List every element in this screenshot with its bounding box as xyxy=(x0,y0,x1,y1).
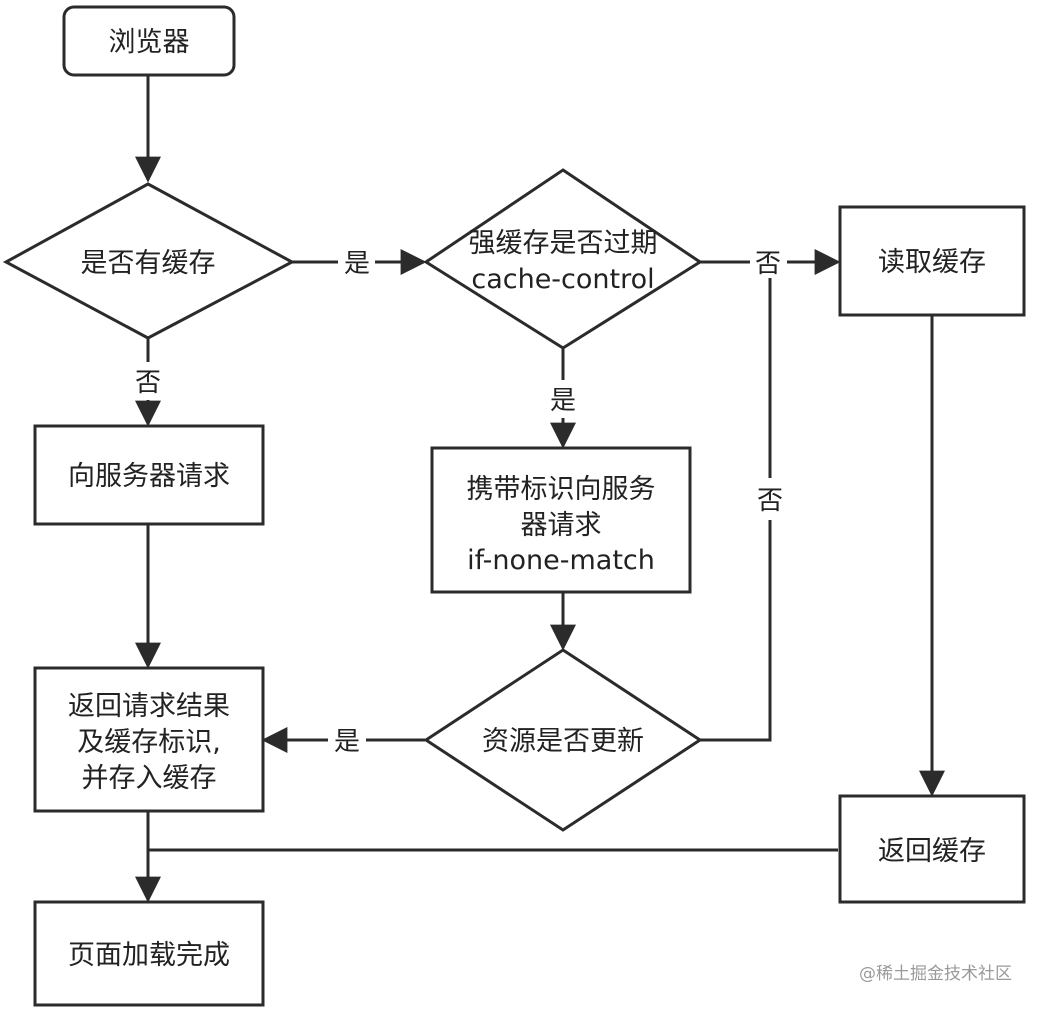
return-result-label-1: 返回请求结果 xyxy=(68,691,230,722)
edge-updated-no xyxy=(700,520,772,742)
strong-expired-label-1: 强缓存是否过期 xyxy=(469,228,658,259)
edge-label-updated-no: 否 xyxy=(757,486,783,516)
node-read-cache: 读取缓存 xyxy=(838,205,1026,317)
carry-flag-label-3: if-none-match xyxy=(467,545,655,576)
connectors xyxy=(135,76,945,903)
request-server-label: 向服务器请求 xyxy=(68,461,230,492)
edge-label-updated-yes: 是 xyxy=(334,727,360,757)
browser-label: 浏览器 xyxy=(109,27,190,58)
carry-flag-label-2: 器请求 xyxy=(521,510,602,541)
return-cache-label: 返回缓存 xyxy=(878,836,986,867)
watermark-text: @稀土掘金技术社区 xyxy=(859,964,1012,984)
edge-label-strong-yes: 是 xyxy=(550,386,576,416)
node-has-cache: 是否有缓存 xyxy=(2,182,296,340)
read-cache-label: 读取缓存 xyxy=(878,247,986,278)
node-carry-flag: 携带标识向服务 器请求 if-none-match xyxy=(430,446,692,594)
node-request-server: 向服务器请求 xyxy=(33,424,265,526)
return-result-label-2: 及缓存标识, xyxy=(77,727,221,758)
carry-flag-label-1: 携带标识向服务 xyxy=(467,474,656,505)
strong-expired-label-2: cache-control xyxy=(471,264,654,295)
return-result-label-3: 并存入缓存 xyxy=(82,763,217,794)
node-page-loaded: 页面加载完成 xyxy=(33,900,265,1007)
edge-label-has-cache-yes: 是 xyxy=(344,249,370,279)
edge-label-has-cache-no: 否 xyxy=(135,368,161,398)
page-loaded-label: 页面加载完成 xyxy=(68,940,230,971)
has-cache-label: 是否有缓存 xyxy=(81,248,216,279)
edge-label-strong-no: 否 xyxy=(755,249,781,279)
node-return-cache: 返回缓存 xyxy=(838,794,1026,904)
resource-updated-label: 资源是否更新 xyxy=(482,726,644,757)
node-return-result: 返回请求结果 及缓存标识, 并存入缓存 xyxy=(33,666,265,813)
node-strong-expired: 强缓存是否过期 cache-control xyxy=(423,168,703,350)
node-resource-updated: 资源是否更新 xyxy=(423,648,703,832)
node-browser: 浏览器 xyxy=(62,5,236,77)
